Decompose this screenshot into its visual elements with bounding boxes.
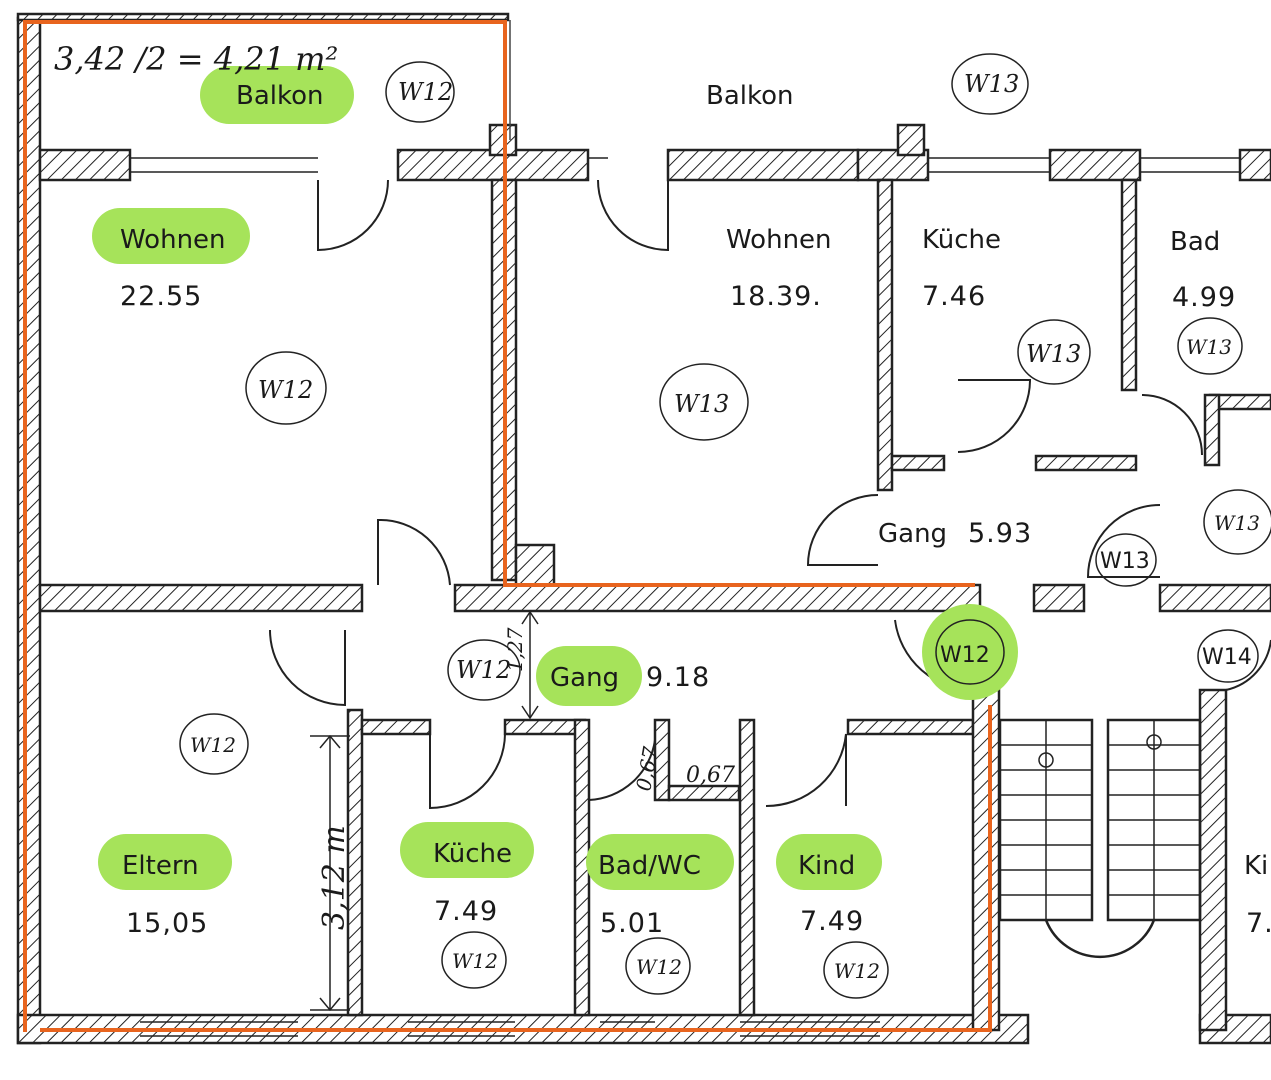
tag-kueche-w13: W13 xyxy=(1026,340,1081,368)
tag-gang-w12: W12 xyxy=(456,656,511,684)
edge-room-area: 7. xyxy=(1246,908,1271,939)
kueche-w13-label: Küche xyxy=(922,225,1001,255)
unit-w12-outline xyxy=(23,20,992,1032)
staircase xyxy=(998,718,1202,959)
kind-area: 7.49 xyxy=(800,906,864,937)
tag-wohnen-w13: W13 xyxy=(674,390,729,418)
tag-kueche-w12: W12 xyxy=(452,949,498,973)
wohnen-w12-label: Wohnen xyxy=(120,225,226,255)
bad-wc-area: 5.01 xyxy=(600,908,664,939)
kueche-w13-area: 7.46 xyxy=(922,281,986,312)
bad-w13-area: 4.99 xyxy=(1172,282,1236,313)
tag-bad-wc: W12 xyxy=(636,955,682,979)
bad-wc-label: Bad/WC xyxy=(598,851,701,881)
kind-label: Kind xyxy=(798,851,855,881)
wohnen-w12-area: 22.55 xyxy=(120,281,202,312)
balkon-w13-label: Balkon xyxy=(706,81,794,111)
eltern-label: Eltern xyxy=(122,851,199,881)
dimension-lines xyxy=(310,610,539,1012)
dim-bad-offset-b: 0,67 xyxy=(686,763,735,788)
tag-eltern: W12 xyxy=(190,733,236,757)
eltern-area: 15,05 xyxy=(126,908,208,939)
w13-circle-label: W13 xyxy=(1100,549,1150,574)
balkon-w12-label: Balkon xyxy=(236,81,324,111)
wohnen-w13-area: 18.39. xyxy=(730,281,822,312)
highlights xyxy=(92,66,1018,890)
tag-balkon-w13: W13 xyxy=(964,70,1019,98)
bad-w13-label: Bad xyxy=(1170,227,1220,257)
gang-w12-label: Gang xyxy=(550,663,619,693)
tag-kind: W12 xyxy=(834,959,880,983)
doors xyxy=(269,179,1271,810)
dim-eltern-height: 3,12 m xyxy=(317,825,352,930)
area-annotation: 3,42 /2 = 4,21 m² xyxy=(54,40,338,78)
wohnen-w13-label: Wohnen xyxy=(726,225,832,255)
kueche-w12-area: 7.49 xyxy=(434,896,498,927)
kueche-w12-label: Küche xyxy=(433,839,512,869)
w12-circle-label: W12 xyxy=(940,643,990,668)
windows xyxy=(130,157,1240,1037)
dim-gang-width: 1,27 xyxy=(503,627,527,672)
w14-circle-label: W14 xyxy=(1202,645,1252,670)
gang-w12-area: 9.18 xyxy=(646,662,710,693)
unit-tag-circles xyxy=(179,53,1271,999)
tag-gang-right: W13 xyxy=(1214,511,1260,535)
tag-wohnen-w12: W12 xyxy=(258,376,313,404)
tag-balkon-w12: W12 xyxy=(398,78,453,106)
gang-w13-area: 5.93 xyxy=(968,518,1032,549)
gang-w13-label: Gang xyxy=(878,519,947,549)
tag-bad-w13: W13 xyxy=(1186,335,1232,359)
edge-room-label: Ki xyxy=(1244,851,1268,881)
